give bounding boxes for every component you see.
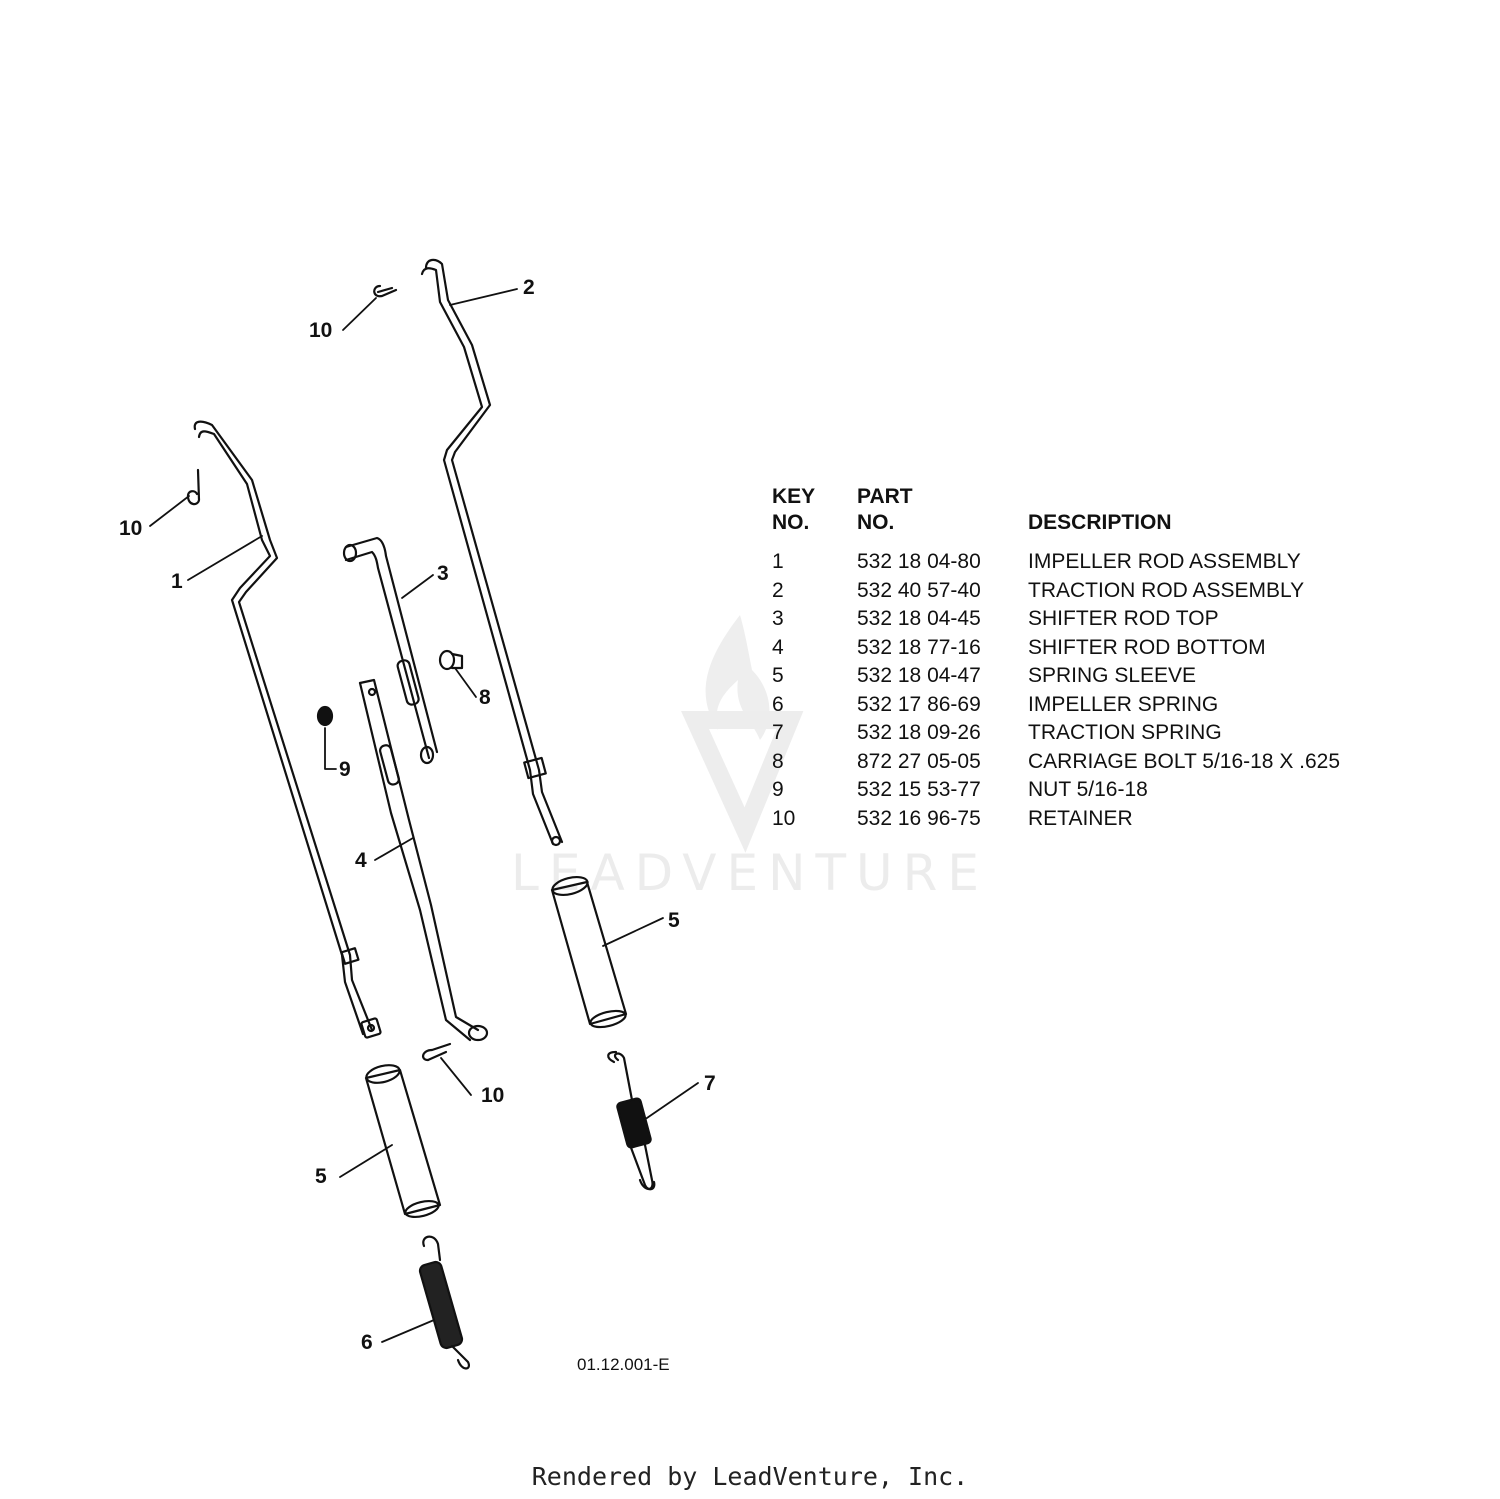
row-part-no: 532 18 04-47: [857, 664, 981, 687]
retainer-top: [373, 284, 398, 298]
row-key: 4: [772, 635, 784, 659]
traction-spring: [607, 1050, 656, 1191]
callout-10-left: 10: [119, 517, 143, 540]
header-part-line2: NO.: [857, 511, 895, 535]
leader-lines: [149, 288, 699, 1343]
spring-sleeve-left: [364, 1064, 442, 1219]
header-part-line1: PART: [857, 485, 913, 508]
row-key: 3: [772, 607, 784, 630]
callout-9: 9: [339, 758, 351, 781]
row-key: 1: [772, 550, 784, 573]
callout-10-top: 10: [309, 319, 333, 342]
row-key: 9: [772, 778, 784, 801]
shifter-rod-top: [342, 536, 439, 765]
row-description: SHIFTER ROD BOTTOM: [1028, 635, 1266, 659]
row-key: 6: [772, 692, 784, 716]
header-key-line1: KEY: [772, 485, 816, 508]
header-part: PART NO.: [857, 484, 913, 537]
row-key: 7: [772, 721, 784, 744]
row-description: NUT 5/16-18: [1028, 778, 1148, 801]
row-description: SHIFTER ROD TOP: [1028, 607, 1219, 630]
row-description: CARRIAGE BOLT 5/16-18 X .625: [1028, 749, 1341, 773]
row-key: 8: [772, 749, 784, 773]
callout-8: 8: [479, 686, 491, 709]
retainer-bottom: [422, 1042, 452, 1062]
drawing-number: 01.12.001-E: [577, 1355, 670, 1374]
row-part-no: 532 18 04-80: [857, 550, 981, 573]
row-description: TRACTION ROD ASSEMBLY: [1028, 578, 1305, 602]
row-part-no: 532 16 96-75: [857, 806, 981, 830]
callout-4: 4: [355, 849, 367, 872]
callout-5-right: 5: [668, 909, 680, 932]
row-key: 5: [772, 664, 784, 687]
callout-10-bottom: 10: [481, 1084, 505, 1107]
row-part-no: 532 40 57-40: [857, 578, 981, 602]
row-part-no: 532 15 53-77: [857, 778, 981, 801]
row-part-no: 532 17 86-69: [857, 692, 981, 716]
callout-2: 2: [523, 276, 535, 299]
callout-6: 6: [361, 1331, 373, 1354]
row-key: 2: [772, 578, 784, 602]
shifter-rod-bottom: [358, 678, 489, 1042]
header-key: KEY NO.: [772, 484, 815, 537]
header-description: DESCRIPTION: [1028, 511, 1172, 534]
footer-credit: Rendered by LeadVenture, Inc.: [531, 1462, 969, 1491]
spring-sleeve-right: [550, 875, 628, 1029]
row-description: RETAINER: [1028, 806, 1133, 830]
impeller-spring: [418, 1235, 470, 1370]
row-part-no: 532 18 77-16: [857, 635, 981, 659]
carriage-bolt: [438, 649, 464, 671]
row-description: IMPELLER ROD ASSEMBLY: [1028, 550, 1301, 573]
retainer-left: [186, 468, 201, 506]
impeller-rod-assembly: [193, 420, 382, 1039]
traction-rod-assembly: [420, 258, 564, 847]
callout-5-left: 5: [315, 1165, 327, 1188]
callout-3: 3: [437, 562, 449, 585]
row-key: 10: [772, 806, 796, 830]
row-part-no: 872 27 05-05: [857, 749, 981, 773]
row-description: SPRING SLEEVE: [1028, 664, 1197, 687]
row-description: TRACTION SPRING: [1028, 721, 1222, 744]
callout-7: 7: [704, 1072, 716, 1095]
nut: [316, 705, 334, 727]
row-part-no: 532 18 09-26: [857, 721, 981, 744]
row-description: IMPELLER SPRING: [1028, 692, 1219, 716]
callout-1: 1: [171, 570, 183, 593]
header-key-line2: NO.: [772, 511, 810, 535]
row-part-no: 532 18 04-45: [857, 607, 981, 630]
